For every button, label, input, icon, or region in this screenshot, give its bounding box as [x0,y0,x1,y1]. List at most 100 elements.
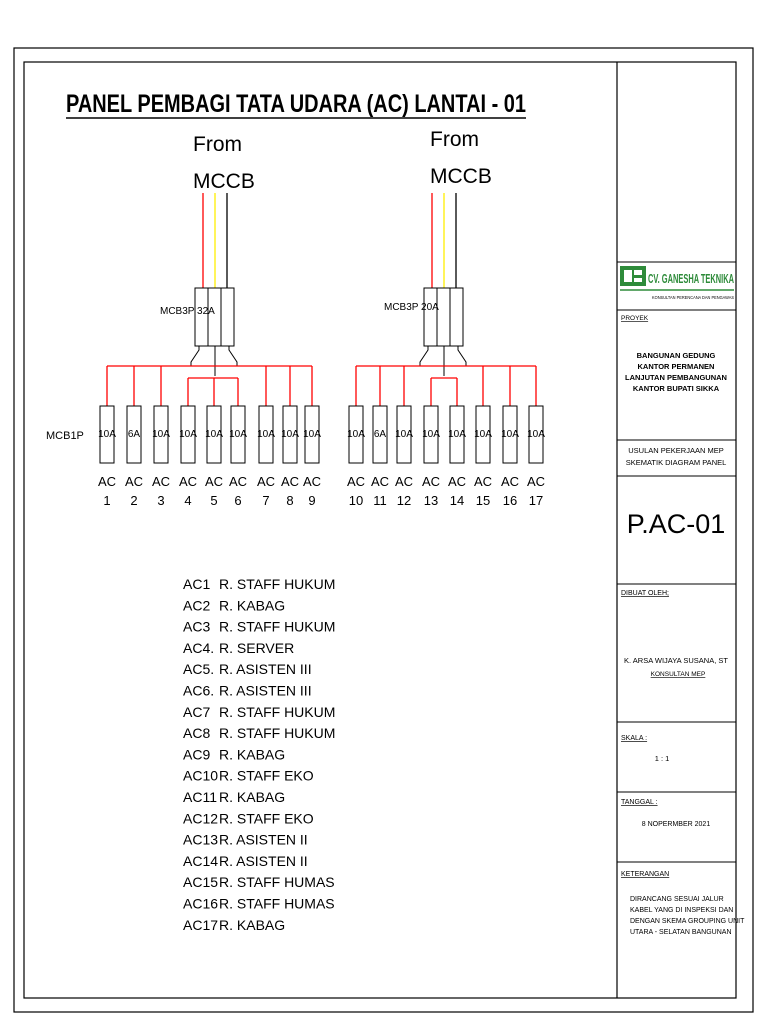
breaker-rating: 10A [152,429,170,440]
company-name: CV. GANESHA TEKNIKA [648,272,734,286]
skala-label: SKALA : [621,735,647,742]
ac-label: AC [527,474,545,489]
legend-code: AC3 [183,619,210,635]
legend-room: R. STAFF HUKUM [219,619,335,635]
ac-label: AC [125,474,143,489]
ac-number: 5 [210,493,217,508]
legend-room: R. ASISTEN II [219,832,308,848]
legend-code: AC16 [183,896,218,912]
ac-number: 12 [397,493,411,508]
breaker-rating: 10A [179,429,197,440]
legend-code: AC6. [183,683,214,699]
legend-room: R. KABAG [219,789,285,805]
breaker-rating: 10A [448,429,466,440]
breaker-rating: 10A [281,429,299,440]
legend-code: AC4. [183,640,214,656]
mcb1p-breaker [153,405,169,464]
mcb1p-breaker [258,405,274,464]
dibuat-label: DIBUAT OLEH; [621,590,669,597]
ac-label: AC [347,474,365,489]
inner-frame [23,61,737,999]
ac-number: 16 [503,493,517,508]
ac-label: AC [179,474,197,489]
drawing-number: P.AC-01 [627,509,726,539]
ac-number: 3 [157,493,164,508]
mccb-label: MCCB [193,170,255,193]
legend-room: R. KABAG [219,917,285,933]
legend-code: AC8 [183,725,210,741]
legend-room: R. KABAG [219,597,285,613]
mcb1p-breaker [304,405,320,464]
legend-room: R. STAFF HUMAS [219,896,335,912]
ac-number: 10 [349,493,363,508]
breaker-rating: 10A [347,429,365,440]
ac-number: 15 [476,493,490,508]
skematik-text: SKEMATIK DIAGRAM PANEL [626,458,727,467]
drawing-title: PANEL PEMBAGI TATA UDARA (AC) LANTAI - 0… [66,90,526,118]
ac-number: 7 [262,493,269,508]
legend-code: AC15 [183,874,218,890]
mcb1p-breaker [348,405,364,464]
mcb1p-breaker [475,405,491,464]
ac-number: 13 [424,493,438,508]
dibuat-role: KONSULTAN MEP [651,671,706,678]
mcb3p-label: MCB3P 32A [160,306,215,317]
legend-code: AC11 [183,789,217,805]
ac-label: AC [422,474,440,489]
ac-label: AC [395,474,413,489]
mcb3p-label: MCB3P 20A [384,302,439,313]
keterangan-line-2: KABEL YANG DI INSPEKSI DAN [630,907,733,914]
skala-value: 1 : 1 [655,754,670,763]
breaker-rating: 10A [205,429,223,440]
breaker-rating: 10A [474,429,492,440]
proyek-line-2: KANTOR PERMANEN [638,362,715,371]
breaker-rating: 10A [229,429,247,440]
wiring-layer [106,193,537,406]
bus-drop [457,346,467,366]
ac-number: 17 [529,493,543,508]
mcb1p-label: MCB1P [46,430,84,442]
legend-room: R. SERVER [219,640,294,656]
ac-label: AC [371,474,389,489]
title-block: CV. GANESHA TEKNIKA KONSULTAN PERENCANA … [616,62,745,998]
ac-label: AC [205,474,223,489]
ac-number: 1 [103,493,110,508]
mcb1p-breaker [528,405,544,464]
legend-room: R. ASISTEN III [219,683,312,699]
ac-number: 11 [373,493,387,508]
ac-label: AC [501,474,519,489]
legend-room: R. ASISTEN II [219,853,308,869]
tanggal-value: 8 NOPERMBER 2021 [642,821,711,828]
ac-label: AC [303,474,321,489]
mcb1p-breaker [282,405,298,464]
breaker-rating: 6A [374,429,387,440]
mcb3p-breaker [423,287,464,347]
company-tagline: KONSULTAN PERENCANA DAN PENGAWAS [652,295,734,300]
ac-number: 9 [308,493,315,508]
mcb1p-breaker [126,405,142,464]
legend-room: R. STAFF HUKUM [219,576,335,592]
outer-frame [13,47,754,1013]
legend-code: AC12 [183,810,218,826]
company-logo-icon [620,266,646,286]
legend-room: R. STAFF EKO [219,810,314,826]
breaker-rating: 10A [395,429,413,440]
legend-code: AC9 [183,746,210,762]
keterangan-line-3: DENGAN SKEMA GROUPING UNIT [630,918,745,925]
ac-label: AC [257,474,275,489]
keterangan-line-1: DIRANCANG SESUAI JALUR [630,896,724,903]
ac-number: 8 [286,493,293,508]
legend-code: AC17 [183,917,218,933]
mcb3p-breaker [194,287,235,347]
legend-room: R. STAFF HUKUM [219,725,335,741]
mccb-label: MCCB [430,165,492,188]
breaker-rating: 10A [501,429,519,440]
legend-room: R. KABAG [219,746,285,762]
legend-code: AC1 [183,576,210,592]
proyek-line-4: KANTOR BUPATI SIKKA [633,384,720,393]
mcb1p-breaker [423,405,439,464]
